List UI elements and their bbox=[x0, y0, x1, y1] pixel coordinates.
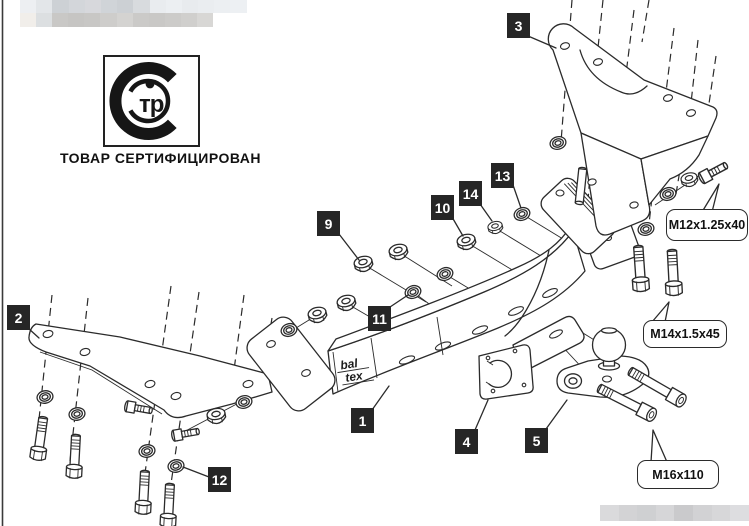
callout-leader-lines bbox=[27, 35, 568, 478]
part-left-bracket bbox=[28, 323, 273, 419]
redacted-text-bottom bbox=[600, 505, 749, 521]
callout-3: 3 bbox=[507, 13, 530, 38]
part-ball-mount bbox=[556, 327, 650, 398]
redacted-text-top-row1 bbox=[20, 0, 247, 13]
label-m14-bolt: M14x1.5x45 bbox=[643, 320, 727, 348]
part-right-bracket bbox=[547, 23, 718, 236]
callout-1: 1 bbox=[351, 408, 374, 433]
brand-line2: tex bbox=[344, 368, 365, 385]
label-m16-bolt: M16x110 bbox=[637, 460, 719, 489]
callout-2: 2 bbox=[7, 305, 30, 330]
bolt-m14-right bbox=[663, 248, 684, 297]
label-pointers bbox=[650, 183, 720, 463]
brand-logo-baltex: bal tex bbox=[337, 356, 375, 386]
label-m12-bolt: M12x1.25x40 bbox=[666, 209, 748, 241]
redacted-text-top-row2 bbox=[20, 13, 214, 27]
callout-11: 11 bbox=[368, 306, 391, 331]
callout-14: 14 bbox=[459, 181, 482, 206]
bolt-m12 bbox=[696, 158, 731, 186]
callout-9: 9 bbox=[317, 211, 340, 236]
certification-mark-box: тр bbox=[103, 55, 200, 147]
part-socket-plate bbox=[478, 344, 534, 400]
tow-ball bbox=[591, 327, 627, 371]
mark-dot bbox=[145, 79, 155, 89]
certification-mark: тр bbox=[109, 62, 177, 140]
certification-caption: ТОВАР СЕРТИФИЦИРОВАН bbox=[59, 150, 262, 166]
callout-10: 10 bbox=[431, 195, 454, 220]
part-crossbar-beam: bal tex bbox=[327, 225, 586, 395]
callout-13: 13 bbox=[491, 163, 514, 188]
callout-5: 5 bbox=[525, 428, 548, 453]
brand-line1: bal bbox=[339, 356, 359, 373]
mark-letters: тр bbox=[139, 91, 164, 118]
callout-4: 4 bbox=[455, 429, 478, 454]
callout-12: 12 bbox=[208, 467, 231, 492]
beam-left-end-plate bbox=[246, 316, 336, 412]
